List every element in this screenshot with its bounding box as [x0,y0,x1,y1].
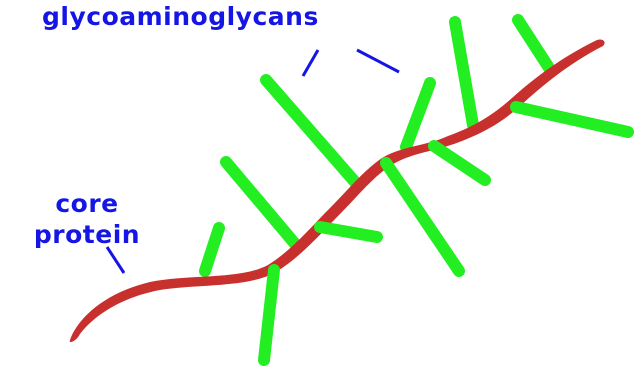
label-glycoaminoglycans: glycoaminoglycans [42,4,319,29]
gag-pointer-left [303,50,318,76]
gag-chain [320,227,377,237]
gag-chain [386,163,459,271]
gag-chain [205,228,219,271]
gag-chain [266,80,355,182]
gag-chain [516,107,628,132]
gag-chain [518,20,551,71]
gag-chain [226,162,296,245]
gag-chain [434,146,485,180]
label-core-protein-line2: protein [18,219,156,250]
label-core-protein-line1: core [18,188,156,219]
gag-chain [264,270,274,360]
label-core-protein: core protein [18,188,156,250]
gag-chain [455,22,473,125]
core-pointer [107,247,124,273]
gag-chain [406,83,430,147]
gag-pointer-right [357,50,399,72]
